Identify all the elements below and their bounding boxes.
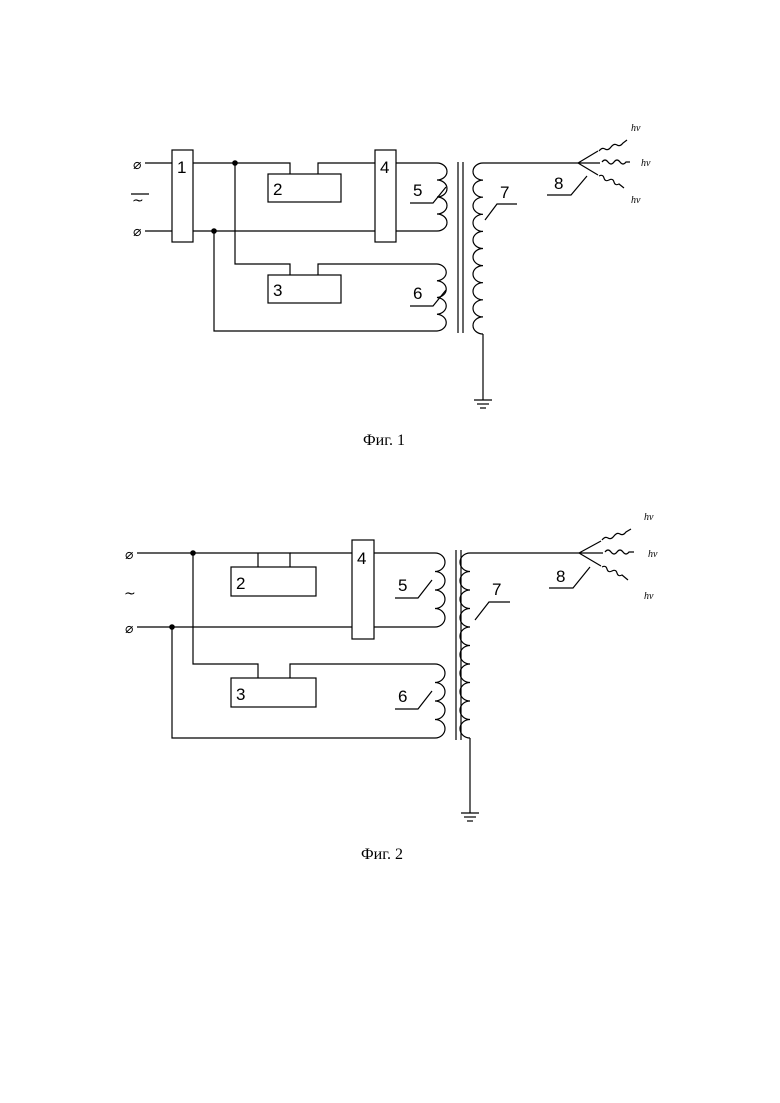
coil-7-label: 7 (500, 183, 509, 202)
block-4-label: 4 (380, 158, 389, 177)
coil-6-label: 6 (413, 284, 422, 303)
secondary-coil-7 (473, 163, 483, 334)
leader-line (485, 204, 517, 220)
junction-dot (169, 624, 175, 630)
wire (137, 553, 290, 567)
photon-label: hν (644, 591, 654, 602)
photon-label: hν (631, 195, 641, 206)
coil-5-label: 5 (398, 576, 407, 595)
wire (290, 664, 435, 678)
emitter-8 (578, 151, 600, 175)
block-2-label: 2 (273, 180, 282, 199)
terminal-bottom: ⌀ (133, 224, 142, 240)
photon-ray (599, 140, 627, 151)
block-1-label: 1 (177, 158, 186, 177)
photon-label: hν (641, 158, 651, 169)
junction-dot (190, 550, 196, 556)
coil-5-label: 5 (413, 181, 422, 200)
coil-6-label: 6 (398, 687, 407, 706)
emitter-8-label: 8 (554, 174, 563, 193)
figure-1: ⌀ ⌀ ~ 1 2 3 4 (131, 123, 651, 449)
photon-label: hν (644, 512, 654, 523)
photon-ray (602, 529, 631, 540)
photon-label: hν (648, 549, 658, 560)
emitter-8-label: 8 (556, 567, 565, 586)
photon-ray (602, 566, 628, 580)
coil-7-label: 7 (492, 580, 501, 599)
terminal-bottom: ⌀ (125, 621, 134, 637)
terminal-top: ⌀ (125, 547, 134, 563)
primary-coil-6 (437, 264, 446, 331)
leader-line (475, 602, 510, 620)
leader-line (547, 176, 587, 195)
wire (318, 264, 437, 275)
primary-coil-5 (435, 553, 445, 627)
emitter-8 (579, 541, 603, 566)
block-3-label: 3 (273, 281, 282, 300)
photon-ray (605, 550, 634, 554)
photon-ray (599, 175, 624, 188)
figure-2-caption: Фиг. 2 (361, 846, 403, 863)
block-2-label: 2 (236, 574, 245, 593)
block-4-label: 4 (357, 549, 366, 568)
ac-source-symbol: ~ (124, 586, 136, 602)
block-3-label: 3 (236, 685, 245, 704)
figure-1-caption: Фиг. 1 (363, 432, 405, 449)
terminal-top: ⌀ (133, 157, 142, 173)
junction-dot (232, 160, 238, 166)
primary-coil-6 (435, 664, 445, 738)
ac-source-symbol: ~ (132, 193, 144, 209)
wire (193, 163, 290, 174)
junction-dot (211, 228, 217, 234)
figure-2: ⌀ ⌀ ~ 2 3 4 (124, 512, 658, 863)
photon-label: hν (631, 123, 641, 134)
wire (318, 163, 375, 174)
photon-ray (602, 160, 630, 164)
